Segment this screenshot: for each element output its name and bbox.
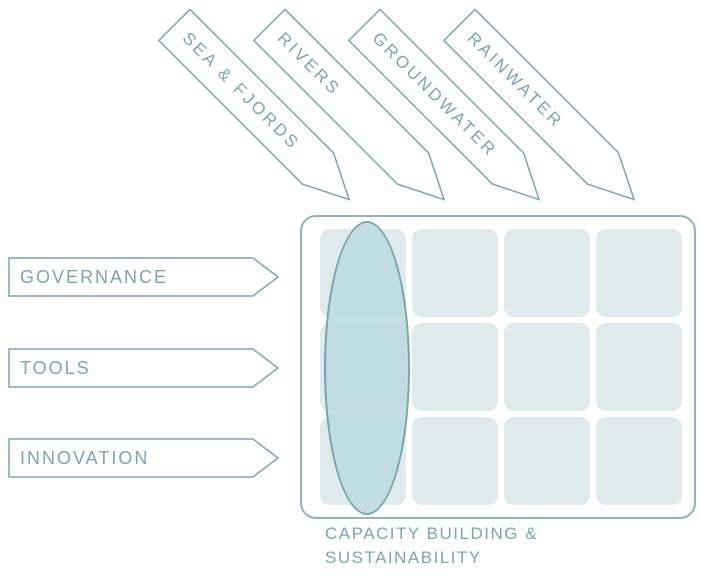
column-banner-rivers: RIVERS bbox=[252, 8, 461, 217]
column-banner-groundwater: GROUNDWATER bbox=[347, 8, 556, 217]
row-arrow-tools: TOOLS bbox=[8, 348, 280, 388]
row-arrow-governance: GOVERNANCE bbox=[8, 257, 280, 297]
caption-capacity-building: CAPACITY BUILDING & SUSTAINABILITY bbox=[325, 524, 539, 567]
row-arrow-shape bbox=[8, 348, 280, 388]
matrix-cell bbox=[504, 417, 590, 505]
row-arrow-shape bbox=[8, 257, 280, 297]
column-banner-sea-fjords: SEA & FJORDS bbox=[157, 8, 366, 217]
row-label-innovation: INNOVATION bbox=[20, 447, 150, 468]
matrix-cell bbox=[596, 323, 682, 411]
matrix-cell bbox=[504, 229, 590, 317]
matrix-cell bbox=[596, 417, 682, 505]
highlight-ellipse-sea-fjords-column bbox=[324, 221, 410, 515]
banner-arrow-shape bbox=[442, 8, 636, 201]
banner-arrow-shape bbox=[347, 8, 541, 201]
row-label-tools: TOOLS bbox=[20, 357, 91, 378]
banner-arrow-shape bbox=[252, 8, 446, 201]
matrix-cell bbox=[412, 417, 498, 505]
matrix-cell bbox=[596, 229, 682, 317]
matrix-cell bbox=[412, 323, 498, 411]
row-label-governance: GOVERNANCE bbox=[20, 266, 169, 287]
row-arrow-innovation: INNOVATION bbox=[8, 438, 280, 478]
matrix-cell bbox=[412, 229, 498, 317]
column-banner-rainwater: RAINWATER bbox=[442, 8, 651, 217]
banner-arrow-shape bbox=[157, 8, 351, 201]
row-arrow-shape bbox=[8, 438, 280, 478]
matrix-cell bbox=[504, 323, 590, 411]
matrix-grid bbox=[300, 215, 696, 519]
